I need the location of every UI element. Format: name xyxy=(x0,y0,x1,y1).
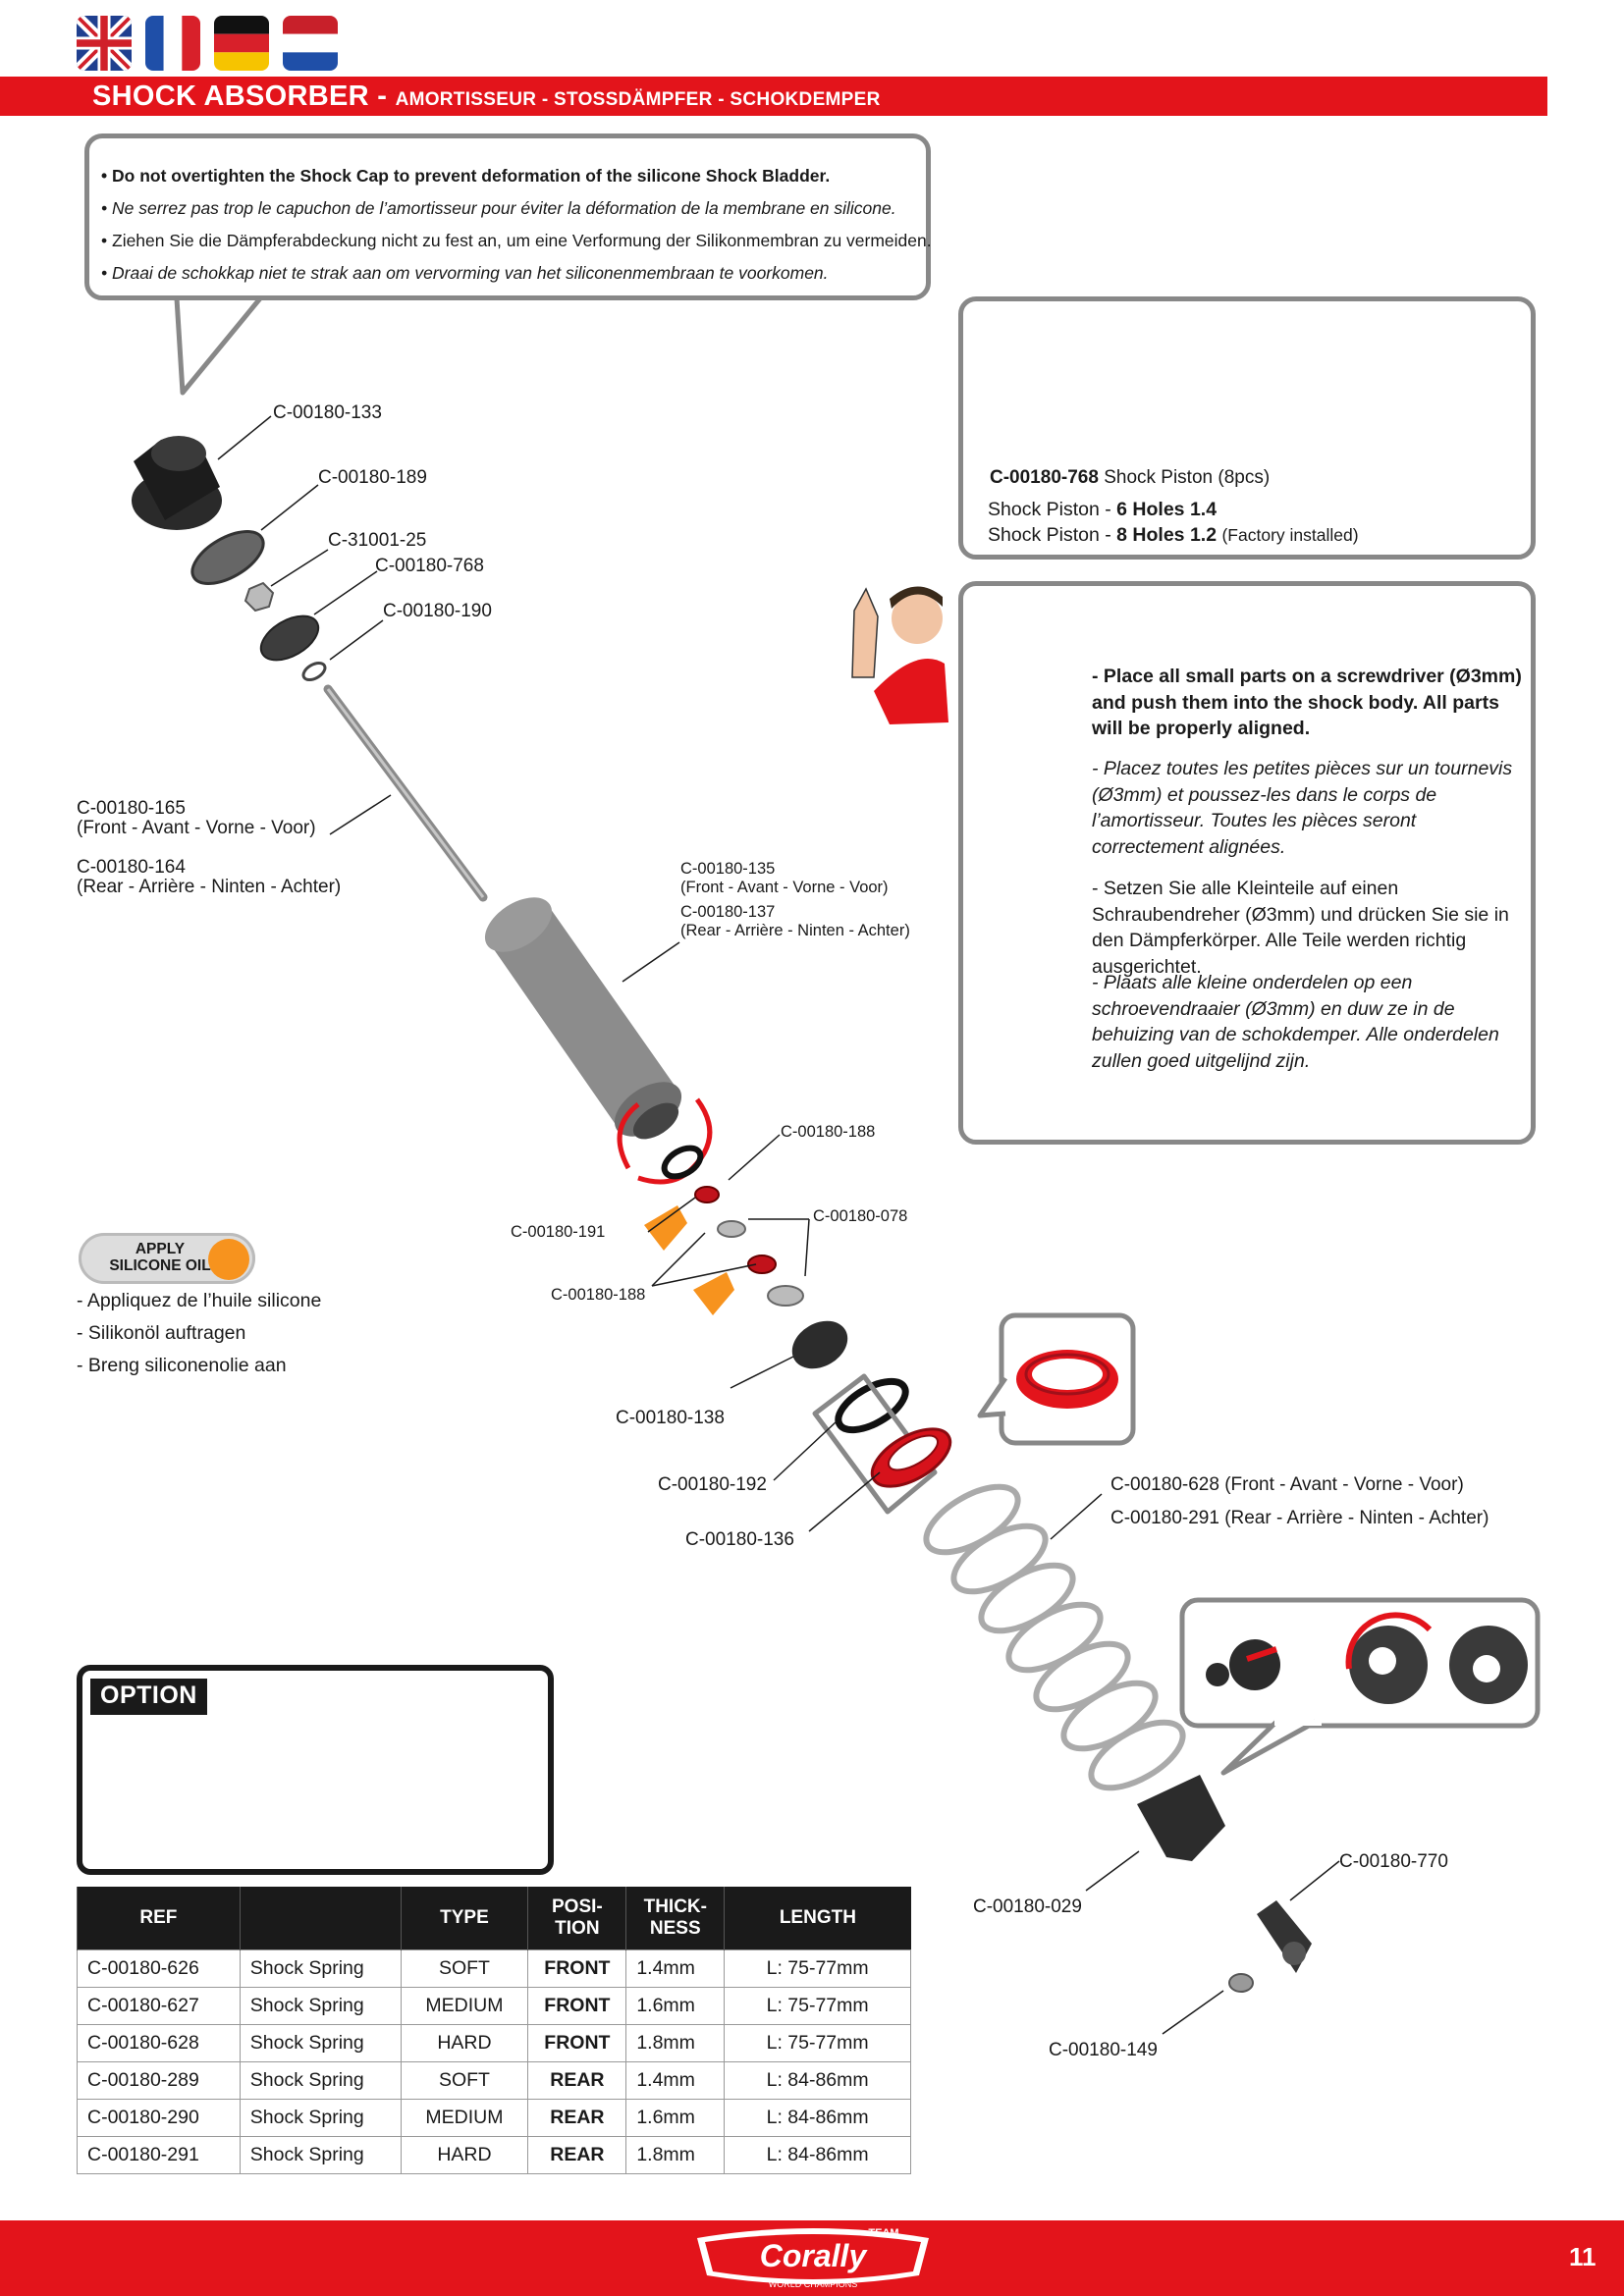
part-label-164: C-00180-164(Rear - Arrière - Ninten - Ac… xyxy=(77,857,342,897)
tip-fr: - Placez toutes les petites pièces sur u… xyxy=(1092,758,1513,858)
section-title-text: SHOCK ABSORBER xyxy=(92,80,369,112)
tip-nl: - Plaats alle kleine onderdelen op een s… xyxy=(1092,972,1499,1072)
col-position: POSI- TION xyxy=(527,1887,626,1949)
ball xyxy=(1228,1973,1254,1993)
language-flags xyxy=(77,16,338,71)
col-thickness: THICK- NESS xyxy=(625,1887,725,1949)
part-label-628: C-00180-628 (Front - Avant - Vorne - Voo… xyxy=(1110,1474,1464,1495)
nut xyxy=(244,581,275,613)
col-length: LENGTH xyxy=(724,1887,911,1949)
rod-end xyxy=(1257,1900,1312,1973)
shock-cap xyxy=(132,436,222,530)
part-label-192: C-00180-192 xyxy=(658,1474,767,1495)
oil-drop-icon xyxy=(208,1239,249,1280)
piston-info-box xyxy=(958,296,1536,560)
spring-cup xyxy=(1137,1775,1225,1861)
part-label-078: C-00180-078 xyxy=(813,1207,908,1225)
shock-body xyxy=(484,897,682,1140)
section-header-bar xyxy=(0,77,1547,116)
section-subtitle: AMORTISSEUR - STOSSDÄMPFER - SCHOKDEMPER xyxy=(395,89,881,110)
part-label-136: C-00180-136 xyxy=(685,1529,794,1550)
part-label-149: C-00180-149 xyxy=(1049,2040,1158,2060)
part-label-190: C-00180-190 xyxy=(383,601,492,621)
option-label: OPTION xyxy=(90,1679,207,1715)
logo-main-text: Corally xyxy=(760,2238,869,2273)
logo-top-text: TEAM xyxy=(868,2227,898,2239)
assembly-tip-box xyxy=(958,581,1536,1145)
warning-de: • Ziehen Sie die Dämpferabdeckung nicht … xyxy=(101,231,932,250)
col-desc xyxy=(239,1887,402,1949)
oil-text-fr: - Appliquez de l’huile silicone xyxy=(77,1290,322,1311)
section-title: SHOCK ABSORBER - AMORTISSEUR - STOSSDÄMP… xyxy=(92,80,881,112)
part-label-188b: C-00180-188 xyxy=(551,1286,646,1304)
germany-flag-icon xyxy=(214,16,269,71)
oil-text-de: - Silikonöl auftragen xyxy=(77,1322,246,1344)
part-label-029: C-00180-029 xyxy=(973,1896,1082,1917)
part-label-135: C-00180-135(Front - Avant - Vorne - Voor… xyxy=(680,860,889,896)
part-label-165: C-00180-165(Front - Avant - Vorne - Voor… xyxy=(77,798,316,838)
warning-en: • Do not overtighten the Shock Cap to pr… xyxy=(101,166,831,186)
warning-fr: • Ne serrez pas trop le capuchon de l’am… xyxy=(101,198,896,218)
uk-flag-icon xyxy=(77,16,132,71)
part-label-188a: C-00180-188 xyxy=(781,1123,876,1141)
overtighten-warning: • Do not overtighten the Shock Cap to pr… xyxy=(84,133,932,300)
team-corally-logo: Corally TEAM WORLD CHAMPIONS xyxy=(697,2227,929,2289)
shock-bladder xyxy=(190,530,265,585)
piston-part xyxy=(259,614,320,662)
oil-text-nl: - Breng siliconenolie aan xyxy=(77,1355,287,1376)
part-label-768: C-00180-768 xyxy=(375,556,484,576)
table-header-row: REF TYPE POSI- TION THICK- NESS LENGTH xyxy=(77,1887,911,1949)
france-flag-icon xyxy=(145,16,200,71)
shock-spring xyxy=(923,1483,1186,1791)
part-label-291: C-00180-291 (Rear - Arrière - Ninten - A… xyxy=(1110,1508,1489,1528)
piston-option-6: Shock Piston - 6 Holes 1.4 xyxy=(988,499,1218,520)
page-number: 11 xyxy=(1569,2242,1597,2271)
warning-nl: • Draai de schokkap niet te strak aan om… xyxy=(101,263,829,283)
col-ref: REF xyxy=(77,1887,241,1949)
spring-table: REF TYPE POSI- TION THICK- NESS LENGTH C… xyxy=(77,1887,911,2174)
tip-en: - Place all small parts on a screwdriver… xyxy=(1092,666,1522,739)
piston-option-8: Shock Piston - 8 Holes 1.2 (Factory inst… xyxy=(988,524,1359,546)
part-label-138: C-00180-138 xyxy=(616,1408,725,1428)
netherlands-flag-icon xyxy=(283,16,338,71)
piston-title: C-00180-768 Shock Piston (8pcs) xyxy=(990,467,1271,488)
mascot-thumbs-up xyxy=(851,586,948,724)
tip-de: - Setzen Sie alle Kleinteile auf einen S… xyxy=(1092,878,1509,978)
part-label-191: C-00180-191 xyxy=(511,1223,606,1241)
part-label-189: C-00180-189 xyxy=(318,467,427,488)
part-label-31001: C-31001-25 xyxy=(328,530,427,551)
part-label-133: C-00180-133 xyxy=(273,402,382,423)
part-label-137: C-00180-137(Rear - Arrière - Ninten - Ac… xyxy=(680,903,910,939)
col-type: TYPE xyxy=(400,1887,528,1949)
part-label-770: C-00180-770 xyxy=(1339,1851,1448,1872)
logo-bottom-text: WORLD CHAMPIONS xyxy=(769,2279,858,2289)
